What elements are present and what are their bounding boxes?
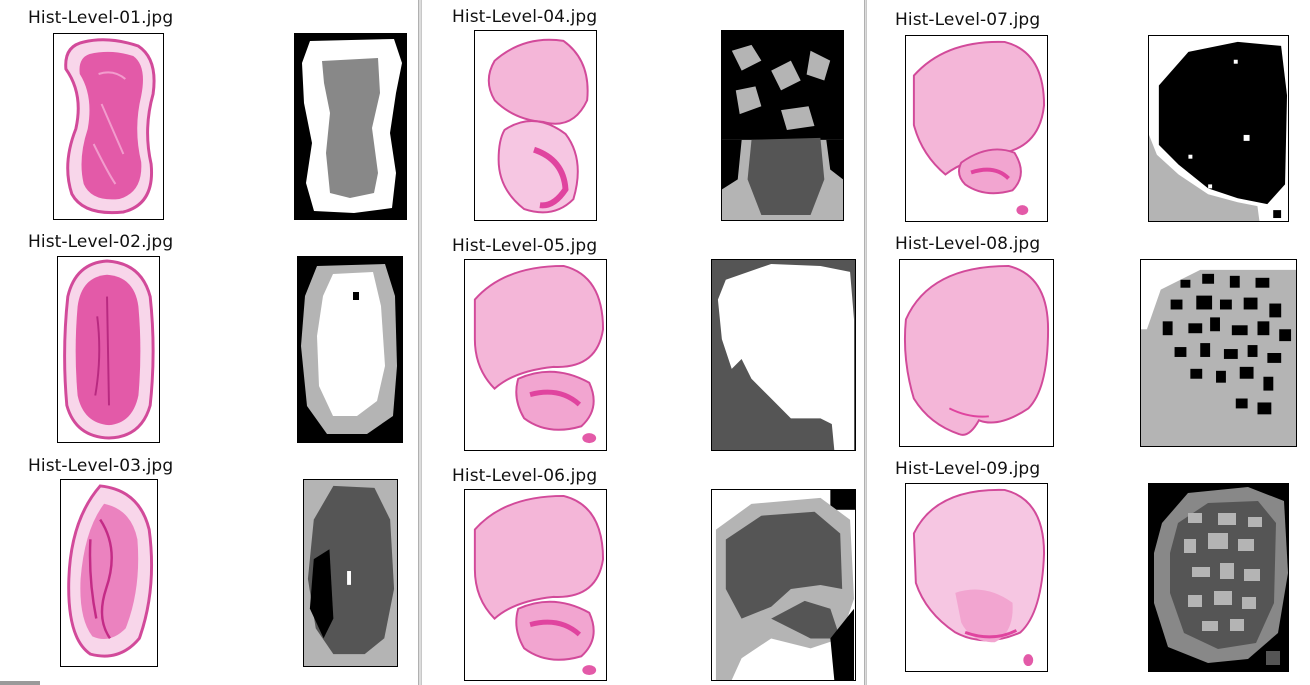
image-title: Hist-Level-01.jpg (28, 8, 174, 28)
segmentation-mask (1140, 259, 1297, 447)
histology-thumbnail[interactable] (905, 35, 1048, 222)
histology-thumbnail[interactable] (905, 483, 1048, 672)
image-panel-1: Hist-Level-01.jpg Hist-Level-02.jpg Hist… (0, 0, 419, 685)
segmentation-mask (297, 256, 403, 443)
segmentation-mask (711, 489, 856, 681)
image-title: Hist-Level-02.jpg (28, 232, 174, 252)
segmentation-mask (721, 30, 844, 221)
histology-thumbnail[interactable] (464, 259, 607, 451)
image-title: Hist-Level-05.jpg (452, 236, 598, 256)
image-title: Hist-Level-07.jpg (895, 10, 1041, 30)
image-panel-3: Hist-Level-07.jpg Hist-Level-08.jpg (866, 0, 1310, 685)
image-title: Hist-Level-03.jpg (28, 456, 174, 476)
segmentation-mask (1148, 483, 1289, 672)
histology-thumbnail[interactable] (53, 33, 164, 220)
image-title: Hist-Level-06.jpg (452, 466, 598, 486)
histology-thumbnail[interactable] (474, 30, 597, 221)
histology-thumbnail[interactable] (464, 489, 607, 681)
image-title: Hist-Level-08.jpg (895, 234, 1041, 254)
image-title: Hist-Level-04.jpg (452, 7, 598, 27)
image-title: Hist-Level-09.jpg (895, 459, 1041, 479)
histology-thumbnail[interactable] (899, 259, 1054, 447)
scrollbar[interactable] (0, 681, 40, 685)
segmentation-mask (294, 33, 407, 220)
histology-thumbnail[interactable] (60, 479, 158, 667)
segmentation-mask (711, 259, 856, 451)
segmentation-mask (1148, 35, 1289, 222)
histology-thumbnail[interactable] (57, 256, 160, 443)
image-panel-2: Hist-Level-04.jpg Hist-Level-05.jpg His (421, 0, 865, 685)
segmentation-mask (303, 479, 398, 667)
